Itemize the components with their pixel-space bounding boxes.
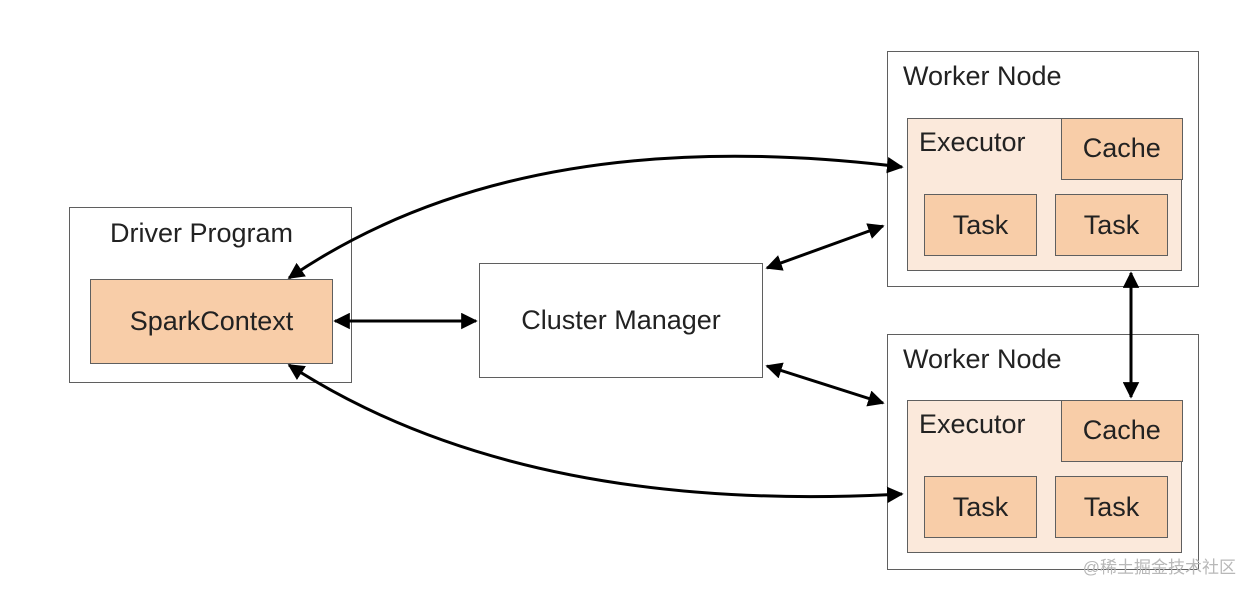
task-2a: Task: [924, 476, 1037, 538]
arrow-sparkcontext-executor-1: [287, 154, 904, 280]
spark-context-box: SparkContext: [90, 279, 333, 364]
cache-1: Cache: [1061, 117, 1183, 180]
worker-node-2-title: Worker Node: [903, 344, 1062, 374]
task-2b: Task: [1055, 476, 1168, 538]
driver-program-box: Driver Program SparkContext: [69, 207, 352, 383]
executor-2-label: Executor: [919, 409, 1026, 439]
executor-2: Executor Cache Task Task: [907, 399, 1183, 553]
arrow-cluster-manager-worker-1: [765, 223, 885, 271]
arrow-cluster-manager-worker-2: [765, 362, 885, 407]
watermark: @稀土掘金技术社区: [1082, 558, 1236, 577]
executor-1: Executor Cache Task Task: [907, 117, 1183, 271]
arrow-sparkcontext-executor-2: [287, 363, 904, 504]
task-1b: Task: [1055, 194, 1168, 256]
worker-node-2: Worker Node Executor Cache Task Task: [887, 334, 1199, 570]
worker-node-1-title: Worker Node: [903, 61, 1062, 91]
cache-2: Cache: [1061, 399, 1183, 462]
cluster-manager-label: Cluster Manager: [521, 305, 721, 335]
driver-program-title: Driver Program: [110, 218, 294, 248]
task-1a: Task: [924, 194, 1037, 256]
worker-node-1: Worker Node Executor Cache Task Task: [887, 51, 1199, 287]
cluster-manager-box: Cluster Manager: [479, 263, 763, 378]
executor-1-label: Executor: [919, 127, 1026, 157]
